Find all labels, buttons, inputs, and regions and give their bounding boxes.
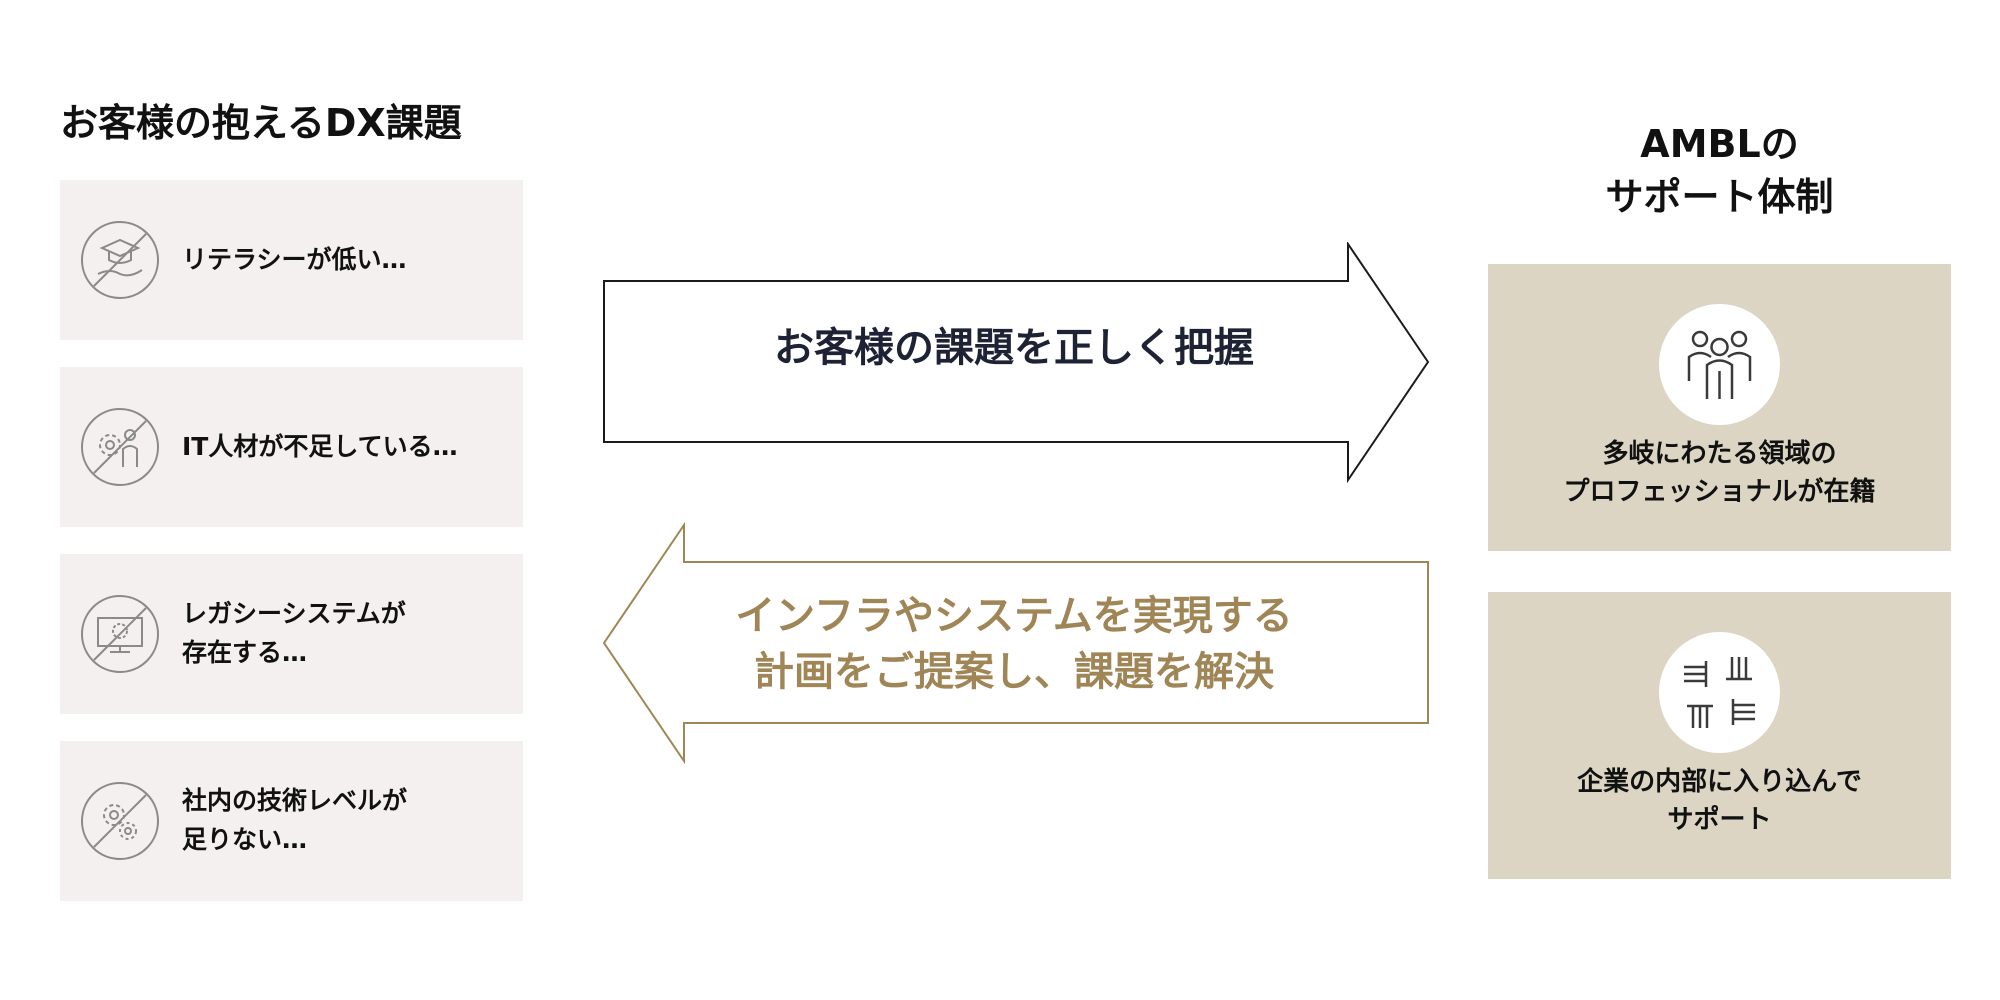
- no-it-staff-icon: [80, 407, 160, 487]
- support-text: 企業の内部に入り込んで サポート: [1577, 767, 1862, 835]
- legacy-system-icon: [80, 594, 160, 674]
- support-title: AMBLの サポート体制: [1605, 122, 1834, 220]
- issue-card-tech-level: 社内の技術レベルが 足りない…: [60, 741, 523, 901]
- issue-text: IT人材が不足している…: [182, 431, 458, 461]
- arrow-left-label: インフラやシステムを実現する 計画をご提案し、課題を解決: [735, 593, 1293, 695]
- support-card-professionals: 多岐にわたる領域の プロフェッショナルが在籍: [1488, 264, 1951, 551]
- arrow-right-label: お客様の課題を正しく把握: [774, 325, 1254, 371]
- no-education-icon: [80, 220, 160, 300]
- low-tech-level-icon: [80, 781, 160, 861]
- issues-title: お客様の抱えるDX課題: [60, 101, 462, 145]
- issue-text: リテラシーが低い…: [182, 244, 407, 274]
- support-text: 多岐にわたる領域の プロフェッショナルが在籍: [1563, 439, 1876, 507]
- issue-card-it-staff: IT人材が不足している…: [60, 367, 523, 527]
- team-icon: [1659, 304, 1780, 425]
- hands-together-icon: [1659, 632, 1780, 753]
- arrow-left-shape: [602, 522, 1429, 764]
- issue-card-literacy: リテラシーが低い…: [60, 180, 523, 340]
- support-card-embedded: 企業の内部に入り込んで サポート: [1488, 592, 1951, 879]
- issue-text: 社内の技術レベルが 足りない…: [182, 786, 408, 854]
- arrow-right-shape: [603, 242, 1430, 484]
- issue-card-legacy-system: レガシーシステムが 存在する…: [60, 554, 523, 714]
- issue-text: レガシーシステムが 存在する…: [182, 599, 406, 667]
